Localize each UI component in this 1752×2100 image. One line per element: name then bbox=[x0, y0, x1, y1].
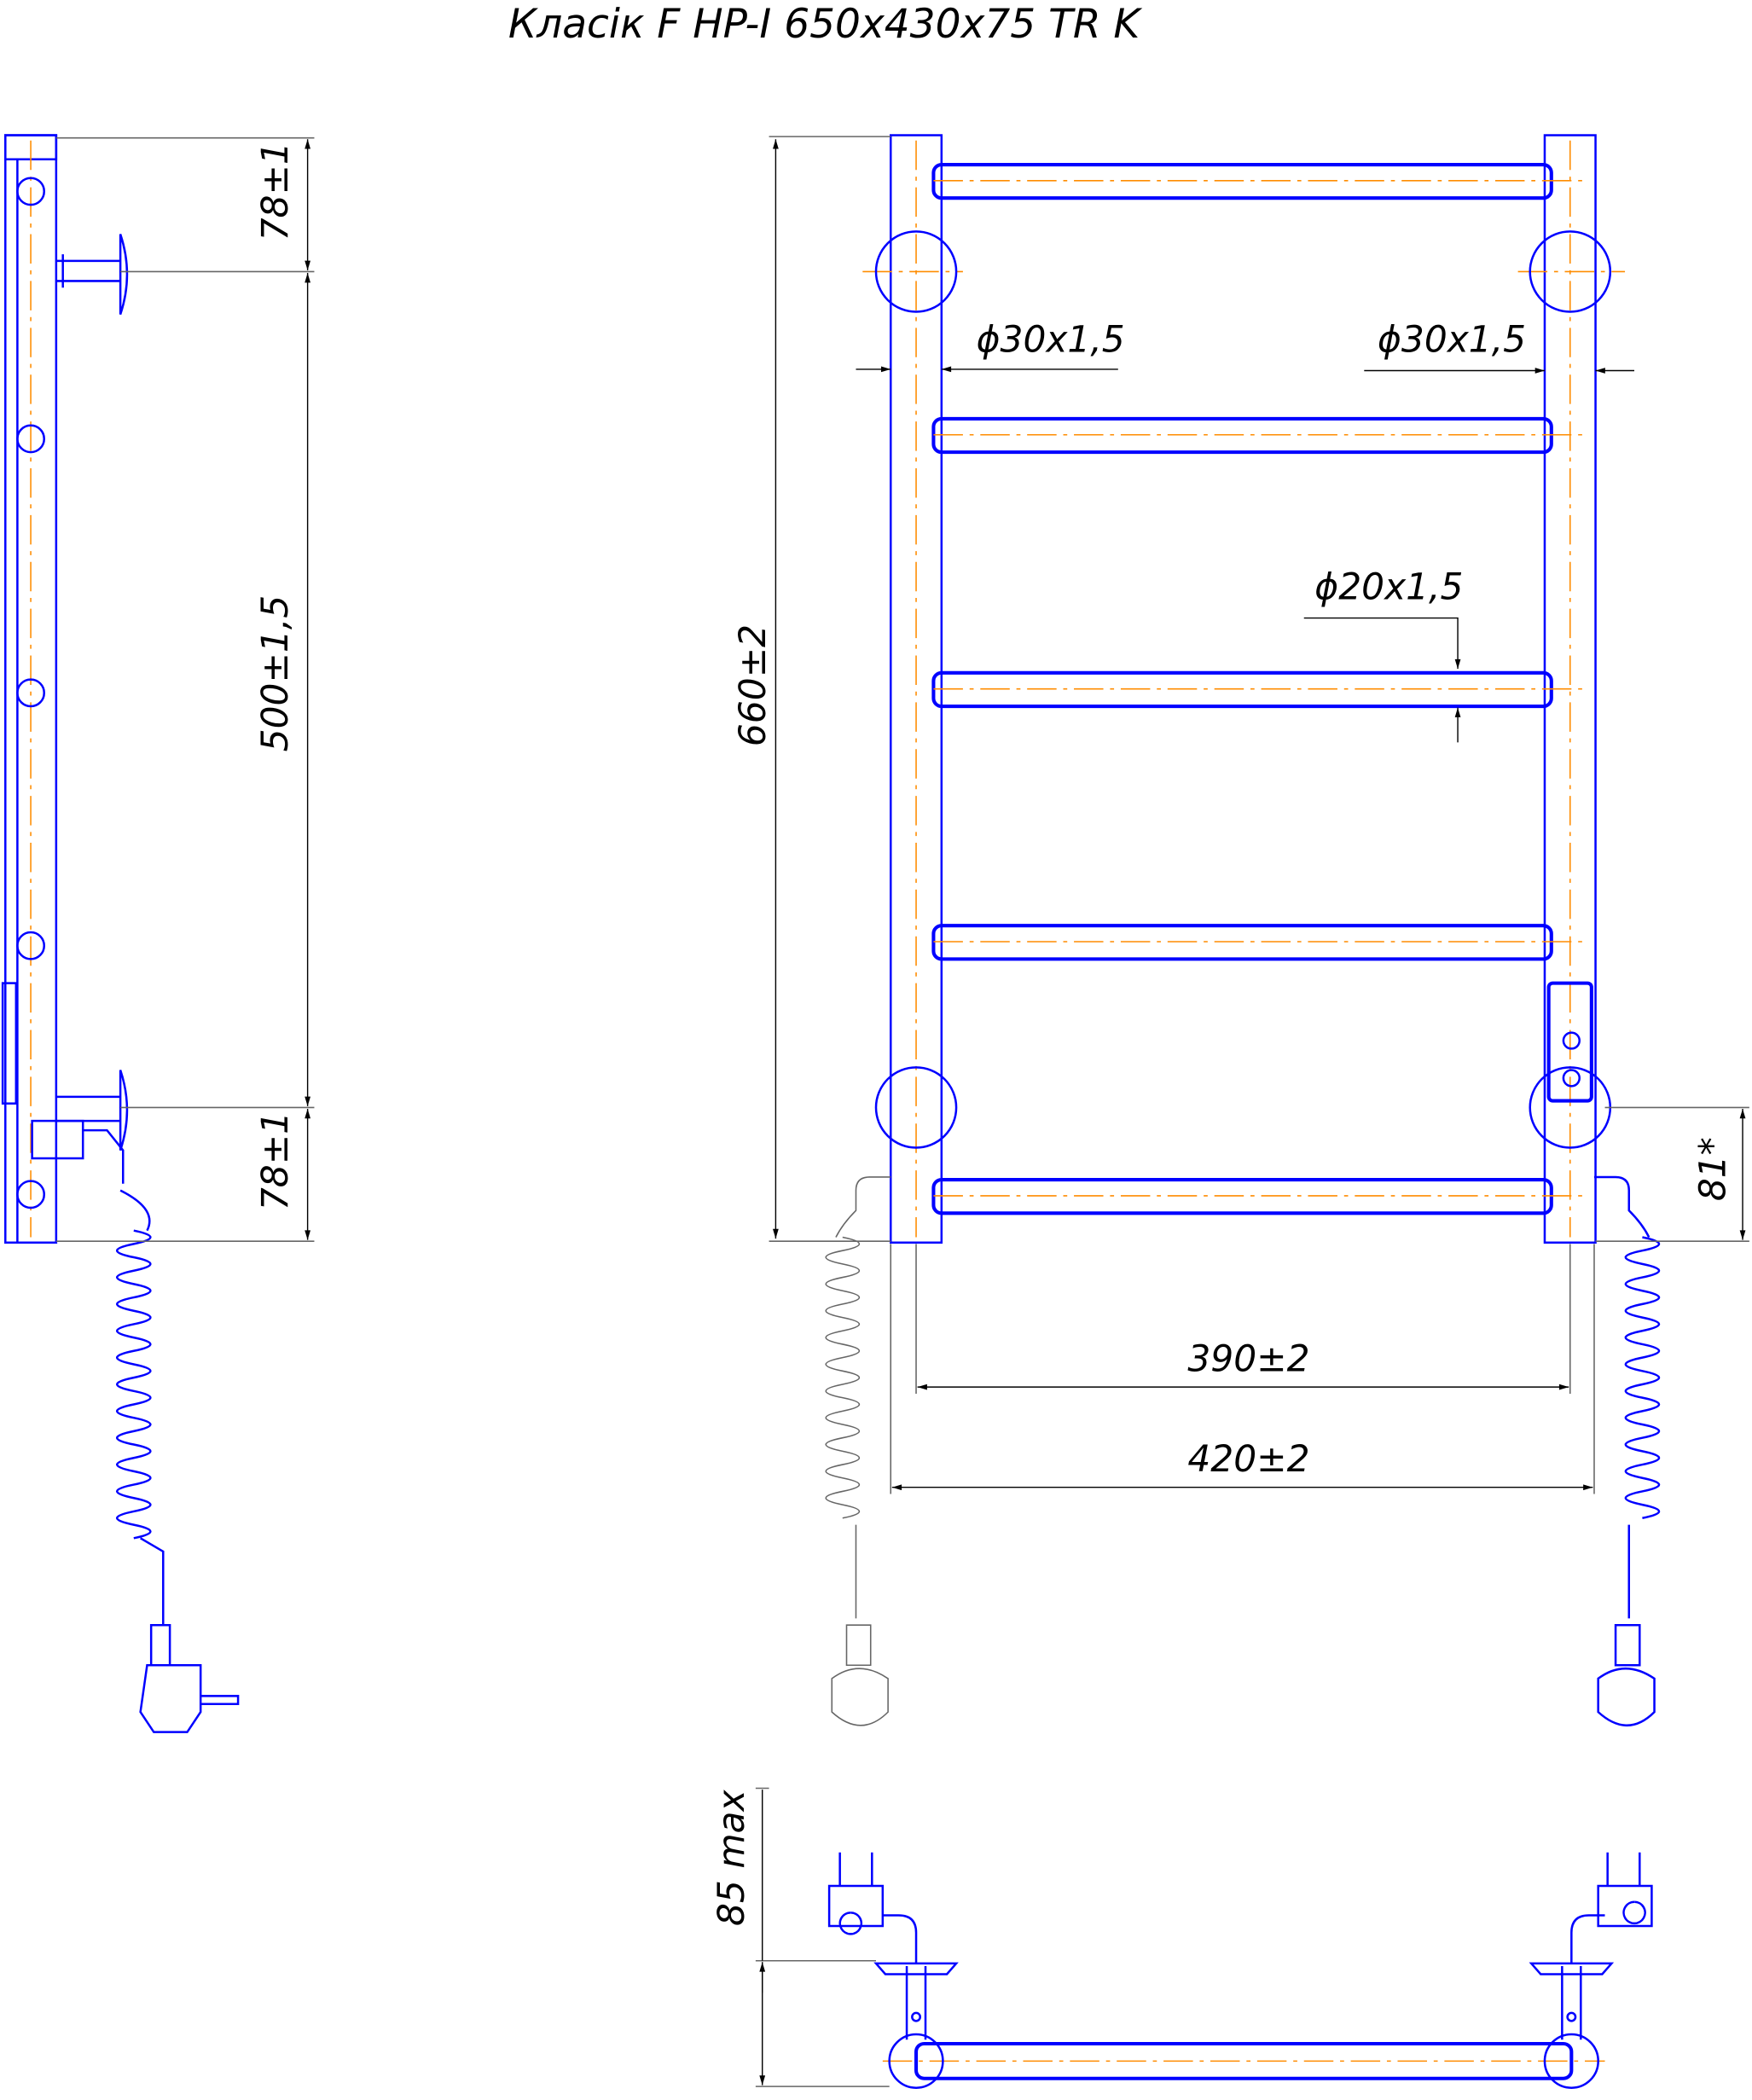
dim-post-diameter-right: ϕ30x1,5 bbox=[1378, 319, 1526, 361]
dim-side-top: 78±1 bbox=[254, 142, 296, 241]
side-view bbox=[1, 134, 315, 1733]
front-view bbox=[769, 134, 1749, 1727]
drawing-title: Класік F HP-I 650x430x75 TR K bbox=[508, 1, 1143, 48]
dim-height-total: 660±2 bbox=[732, 624, 774, 746]
control-unit bbox=[1546, 981, 1593, 1103]
dim-post-diameter-left: ϕ30x1,5 bbox=[977, 319, 1125, 361]
dim-inner-width: 390±2 bbox=[1187, 1337, 1309, 1379]
dim-rail-diameter: ϕ20x1,5 bbox=[1314, 566, 1463, 608]
dim-side-bottom: 78±1 bbox=[254, 1111, 296, 1210]
dim-outer-width: 420±2 bbox=[1187, 1438, 1309, 1480]
dim-bracket-offset: 81* bbox=[1692, 1137, 1734, 1201]
dim-side-middle: 500±1,5 bbox=[254, 595, 296, 752]
dim-depth-max: 85 max bbox=[711, 1790, 752, 1926]
top-view bbox=[755, 1787, 1653, 2089]
